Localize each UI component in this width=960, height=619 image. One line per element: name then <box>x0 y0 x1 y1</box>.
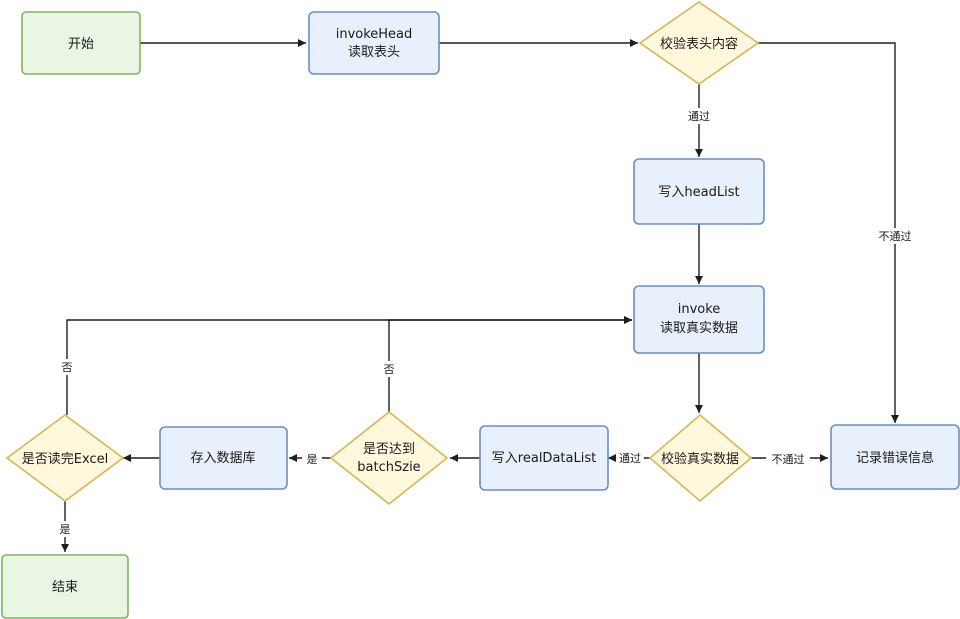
node-end: 结束 <box>1 554 129 619</box>
node-check-head-label: 校验表头内容 <box>660 36 738 52</box>
node-read-done-label: 是否读完Excel <box>22 452 108 467</box>
edge-label-pass-head: 通过 <box>688 110 710 123</box>
node-write-realdata: 写入realDataList <box>479 425 609 491</box>
edge-readdone-no-to-invoke <box>66 316 632 415</box>
node-start-label: 开始 <box>68 37 94 52</box>
node-invoke-head-line2: 读取表头 <box>348 45 400 60</box>
node-end-label: 结束 <box>52 580 78 595</box>
node-save-db: 存入数据库 <box>159 426 288 490</box>
node-write-headlist: 写入headList <box>633 158 765 225</box>
node-write-realdata-label: 写入realDataList <box>492 451 596 466</box>
node-check-data-label: 校验真实数据 <box>661 451 739 467</box>
edge-label-batch-no: 否 <box>384 363 395 376</box>
node-check-data: 校验真实数据 <box>648 413 753 503</box>
edge-label-fail-data: 不通过 <box>772 453 805 466</box>
edge-label-batch-yes: 是 <box>307 453 318 466</box>
node-batch-check: 是否达到 batchSzie <box>329 410 449 506</box>
node-read-done: 是否读完Excel <box>5 414 125 502</box>
edge-checkhead-to-recorderror <box>758 42 899 423</box>
edge-labels: 通过 不通过 不通过 通过 是 否 否 是 <box>56 108 914 537</box>
node-batch-check-line2: batchSzie <box>357 460 420 475</box>
node-save-db-label: 存入数据库 <box>190 450 255 466</box>
node-invoke: invoke 读取真实数据 <box>633 285 765 354</box>
node-invoke-line1: invoke <box>678 302 721 317</box>
node-invoke-head-line1: invokeHead <box>336 27 413 42</box>
node-write-headlist-label: 写入headList <box>658 185 739 200</box>
edge-label-fail-head: 不通过 <box>879 230 912 243</box>
edge-batch-no-to-invoke <box>388 316 632 412</box>
edge-label-done-no: 否 <box>62 361 73 374</box>
edge-label-pass-data: 通过 <box>619 452 641 465</box>
node-invoke-line2: 读取真实数据 <box>660 321 738 336</box>
node-record-error: 记录错误信息 <box>830 424 960 490</box>
node-batch-check-line1: 是否达到 <box>363 442 415 457</box>
node-invoke-head: invokeHead 读取表头 <box>308 11 440 75</box>
edge-label-done-yes: 是 <box>60 523 71 536</box>
node-check-head: 校验表头内容 <box>638 1 760 85</box>
node-record-error-label: 记录错误信息 <box>856 450 934 466</box>
node-start: 开始 <box>21 11 141 75</box>
